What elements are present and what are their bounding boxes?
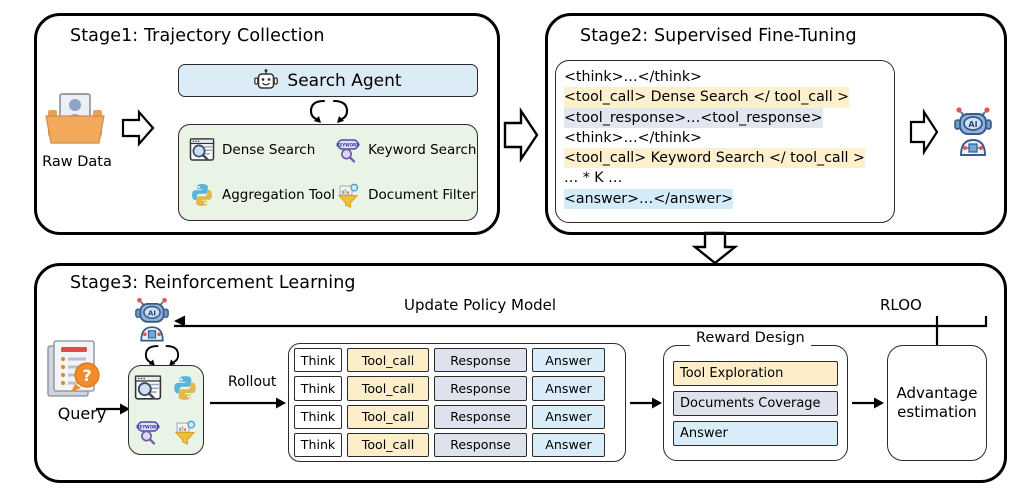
code-line: … * K … xyxy=(564,170,623,187)
tool-item-dense-search[interactable]: Dense Search xyxy=(189,134,335,167)
cell-tool-call[interactable]: Tool_call xyxy=(347,404,429,429)
cell-think[interactable]: Think xyxy=(294,376,342,401)
stage2-title: Stage2: Supervised Fine-Tuning xyxy=(580,26,857,46)
cycle-arrows-icon xyxy=(144,345,180,366)
svg-text:AI: AI xyxy=(148,309,156,318)
folder-document-icon xyxy=(45,93,105,144)
arrow-rawdata-to-agent-icon xyxy=(121,109,155,147)
reward-design-box: Tool Exploration Documents Coverage Answ… xyxy=(663,345,848,461)
code-line: <tool_response>…<tool_response> xyxy=(564,107,823,128)
svg-text:KEYWORD: KEYWORD xyxy=(136,424,160,429)
cell-tool-call[interactable]: Tool_call xyxy=(347,348,429,373)
tool-label: Document Filter xyxy=(368,186,476,203)
code-line: <think>…</think> xyxy=(564,129,702,146)
advantage-line-1: Advantage xyxy=(896,384,978,402)
tool-label: Keyword Search xyxy=(368,142,477,159)
sft-trajectory-box: <think>…</think> <tool_call> Dense Searc… xyxy=(555,60,895,223)
arrow-rollout-to-reward xyxy=(630,397,662,409)
code-line: <tool_call> Dense Search </ tool_call > xyxy=(564,87,850,108)
python-icon xyxy=(192,183,212,206)
python-icon xyxy=(173,376,196,400)
code-line: <think>…</think> xyxy=(564,69,702,85)
rollout-table: Think Tool_call Response Answer Think To… xyxy=(288,343,626,462)
rloo-label: RLOO xyxy=(880,296,922,314)
stage1-title: Stage1: Trajectory Collection xyxy=(70,26,325,46)
cycle-arrows-icon xyxy=(309,99,349,123)
tools-panel: Dense Search KEYWORD Keyword Search xyxy=(178,124,478,221)
document-question-icon: ? xyxy=(47,340,100,397)
advantage-line-2: estimation xyxy=(897,403,977,421)
cell-answer[interactable]: Answer xyxy=(532,376,605,401)
svg-text:?: ? xyxy=(82,366,91,385)
tool-label: Dense Search xyxy=(222,142,316,159)
tool-label: Aggregation Tool xyxy=(222,186,336,203)
raw-data-label: Raw Data xyxy=(42,154,112,170)
tools-mini-panel: KEYWORD xyxy=(128,365,204,455)
cell-tool-call[interactable]: Tool_call xyxy=(347,376,429,401)
dense-search-icon xyxy=(134,375,161,400)
table-row: Think Tool_call Response Answer xyxy=(294,432,620,457)
cell-tool-call[interactable]: Tool_call xyxy=(347,432,429,457)
cell-response[interactable]: Response xyxy=(434,348,527,373)
funnel-filter-icon xyxy=(337,183,359,208)
cell-response[interactable]: Response xyxy=(434,404,527,429)
ai-robot-icon: AI xyxy=(954,107,992,156)
reward-item-answer[interactable]: Answer xyxy=(673,420,838,446)
query-group: ? Query xyxy=(44,338,120,423)
cell-answer[interactable]: Answer xyxy=(532,348,605,373)
search-agent-bar[interactable]: Search Agent xyxy=(178,64,478,97)
rloo-connector xyxy=(935,316,939,348)
cell-response[interactable]: Response xyxy=(434,376,527,401)
table-row: Think Tool_call Response Answer xyxy=(294,376,620,401)
search-agent-label: Search Agent xyxy=(287,70,402,91)
reward-design-legend: Reward Design xyxy=(690,330,811,346)
cell-think[interactable]: Think xyxy=(294,432,342,457)
arrow-stage1-to-stage2-icon xyxy=(503,107,539,163)
reward-item-tool-exploration[interactable]: Tool Exploration xyxy=(673,360,838,386)
funnel-filter-icon xyxy=(174,420,195,445)
update-policy-model-label: Update Policy Model xyxy=(404,296,557,314)
tool-item-keyword-search[interactable]: KEYWORD Keyword Search xyxy=(335,134,477,167)
svg-text:AI: AI xyxy=(968,120,977,129)
raw-data-group: Raw Data xyxy=(40,92,114,170)
tool-item-aggregation-tool[interactable]: Aggregation Tool xyxy=(189,179,335,212)
reward-item-documents-coverage[interactable]: Documents Coverage xyxy=(673,390,838,416)
table-row: Think Tool_call Response Answer xyxy=(294,404,620,429)
arrow-to-trained-model-icon xyxy=(909,108,939,156)
keyword-search-icon: KEYWORD xyxy=(136,421,160,445)
cell-think[interactable]: Think xyxy=(294,404,342,429)
arrow-reward-to-advantage xyxy=(852,397,884,409)
cell-response[interactable]: Response xyxy=(434,432,527,457)
advantage-estimation-box: Advantage estimation xyxy=(887,345,987,461)
tool-item-document-filter[interactable]: Document Filter xyxy=(335,179,476,212)
svg-text:KEYWORD: KEYWORD xyxy=(336,143,360,148)
table-row: Think Tool_call Response Answer xyxy=(294,348,620,373)
arrow-query-to-tools xyxy=(96,403,130,415)
robot-icon xyxy=(254,68,279,89)
dense-search-icon xyxy=(189,138,215,161)
cell-answer[interactable]: Answer xyxy=(532,432,605,457)
arrow-stage2-to-stage3-icon xyxy=(691,231,739,265)
cell-think[interactable]: Think xyxy=(294,348,342,373)
policy-model-robot-icon: AI xyxy=(135,297,169,342)
code-line: <answer>…</answer> xyxy=(564,188,734,210)
keyword-search-icon: KEYWORD xyxy=(336,139,360,163)
stage3-title: Stage3: Reinforcement Learning xyxy=(70,273,356,293)
cell-answer[interactable]: Answer xyxy=(532,404,605,429)
update-policy-arrow xyxy=(174,315,988,328)
rollout-label: Rollout xyxy=(228,374,277,390)
code-line: <tool_call> Keyword Search </ tool_call … xyxy=(564,148,865,169)
query-label: Query xyxy=(57,404,107,423)
arrow-tools-to-rollout xyxy=(210,397,286,409)
